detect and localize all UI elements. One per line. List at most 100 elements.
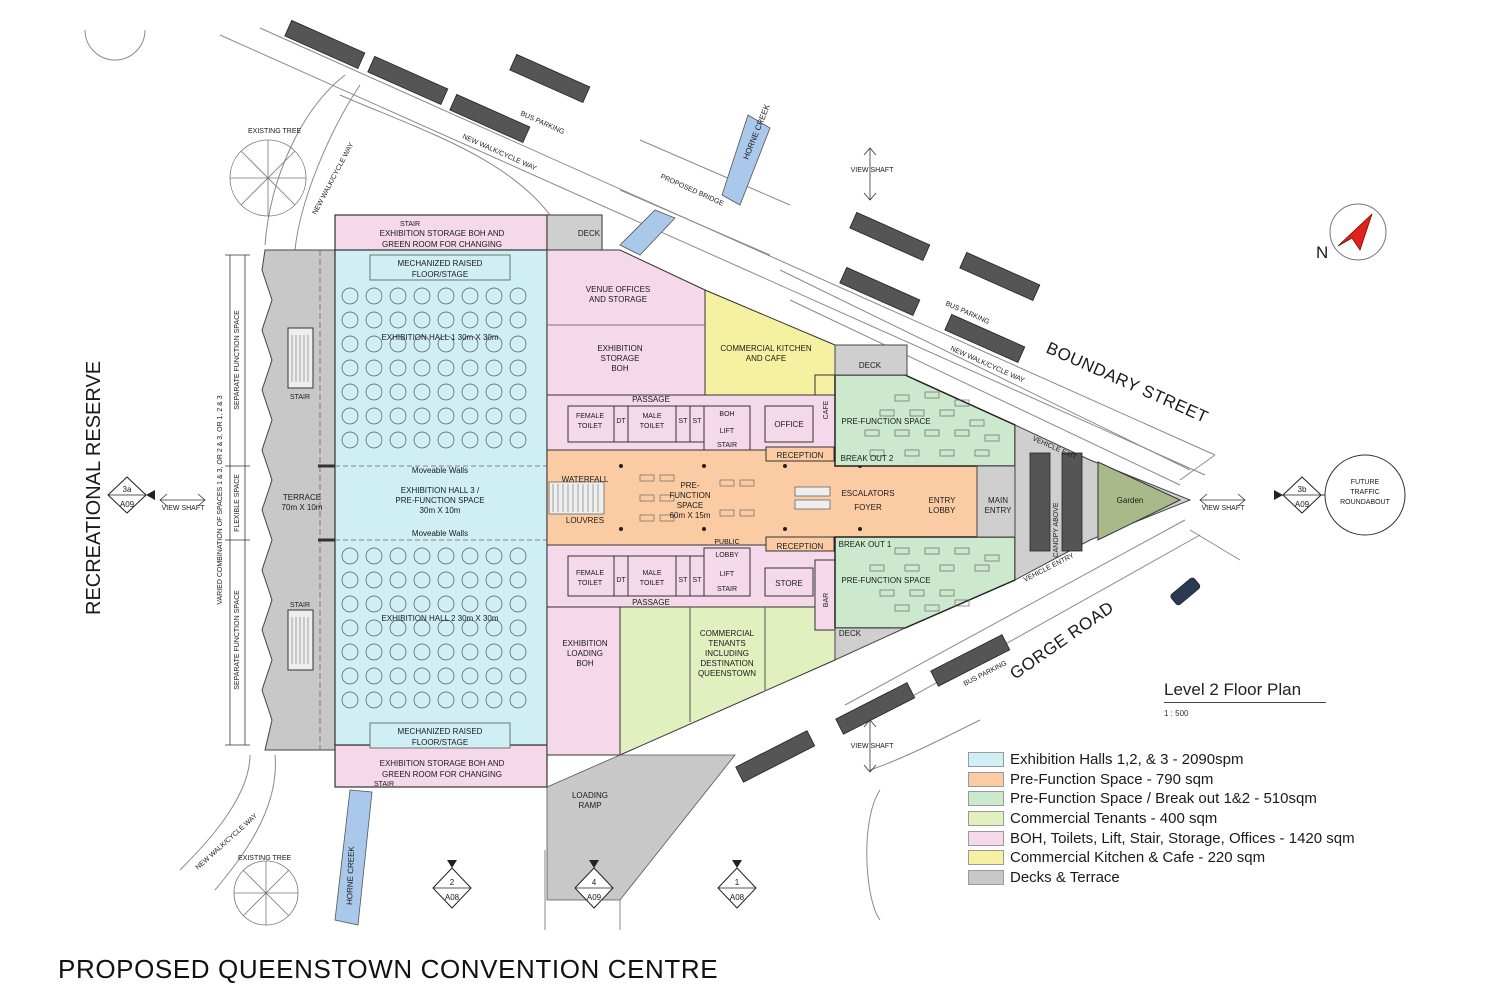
view-shaft-left: VIEW SHAFT (162, 505, 206, 512)
banquet-table (485, 359, 503, 377)
banquet-table (485, 407, 503, 425)
moveable-walls-2: Moveable Walls (412, 529, 468, 538)
banquet-table (413, 547, 431, 565)
breakout-table (969, 419, 985, 427)
banquet-table (341, 547, 359, 565)
breakout-table (904, 449, 920, 457)
breakout-table (939, 449, 955, 457)
section-2-id: 2 (450, 878, 455, 887)
banquet-table (341, 335, 359, 353)
office-label: OFFICE (774, 420, 803, 429)
banquet-table (461, 359, 479, 377)
room-labels: STAIR EXHIBITION STORAGE BOH AND GREEN R… (217, 221, 1143, 810)
banquet-table (413, 667, 431, 685)
male-toilet-top-2: TOILET (640, 423, 665, 430)
gorge-road: GORGE ROAD (1006, 598, 1117, 684)
banquet-table (485, 311, 503, 329)
banquet-table (389, 311, 407, 329)
banquet-table (509, 595, 527, 613)
legend-label: Commercial Tenants - 400 sqm (1010, 810, 1218, 828)
passage-bottom: PASSAGE (632, 598, 670, 607)
banquet-table (341, 287, 359, 305)
view-shaft-labels: VIEW SHAFT VIEW SHAFT VIEW SHAFT VIEW SH… (162, 167, 1246, 750)
walk-way-diag: NEW WALK/CYCLE WAY (312, 142, 356, 216)
banquet-table (437, 407, 455, 425)
banquet-table (509, 691, 527, 709)
legend-item: Commercial Kitchen & Cafe - 220 sqm (968, 848, 1408, 868)
cafe-label: CAFE (823, 400, 830, 419)
banquet-table (461, 547, 479, 565)
banquet-table (365, 595, 383, 613)
banquet-table (509, 359, 527, 377)
breakout-table (924, 547, 940, 555)
banquet-table (413, 595, 431, 613)
banquet-table (365, 667, 383, 685)
stage-bottom-1: MECHANIZED RAISED (398, 727, 483, 736)
separate-function-bottom: SEPARATE FUNCTION SPACE (234, 590, 241, 690)
banquet-table (365, 571, 383, 589)
exh-storage-3: BOH (611, 364, 629, 373)
hall3-2: PRE-FUNCTION SPACE (395, 496, 484, 505)
banquet-table (413, 431, 431, 449)
banquet-table (389, 547, 407, 565)
canopy-above: CANOPY ABOVE (1053, 502, 1060, 557)
breakout-table (904, 564, 920, 572)
legend-label: Pre-Function Space / Break out 1&2 - 510… (1010, 790, 1317, 808)
breakout-table (869, 564, 885, 572)
page-title: PROPOSED QUEENSTOWN CONVENTION CENTRE (58, 954, 719, 984)
main-entry-1: MAIN (988, 496, 1008, 505)
banquet-table (365, 383, 383, 401)
breakout-table (894, 394, 910, 402)
stair-core-bottom: STAIR (717, 586, 737, 593)
flexible-space: FLEXIBLE SPACE (234, 474, 241, 532)
stage-top-1: MECHANIZED RAISED (398, 259, 483, 268)
section-marker-3b: 3b A09 (1274, 476, 1322, 514)
exh-storage-1: EXHIBITION (597, 344, 643, 353)
banquet-table (485, 691, 503, 709)
legend-label: Pre-Function Space - 790 sqm (1010, 770, 1214, 788)
exh-loading-3: BOH (576, 659, 594, 668)
existing-tree-bottom: EXISTING TREE (238, 855, 291, 862)
legend-label: BOH, Toilets, Lift, Stair, Storage, Offi… (1010, 829, 1355, 847)
breakout-table (659, 514, 675, 522)
banquet-table (389, 335, 407, 353)
section-marker-3a: 3a A09 (107, 476, 155, 514)
section-marker-1: 1 A08 (717, 860, 757, 909)
recreational-reserve: RECREATIONAL RESERVE (83, 361, 105, 615)
legend-label: Exhibition Halls 1,2, & 3 - 2090spm (1010, 751, 1244, 769)
banquet-tables (341, 287, 527, 709)
future-roundabout: FUTURE TRAFFIC ROUNDABOUT (1324, 454, 1406, 536)
tenants-4: DESTINATION (700, 659, 753, 668)
breakout-table (894, 429, 910, 437)
escalators: ESCALATORS (841, 489, 894, 498)
banquet-table (341, 431, 359, 449)
lift-bottom: LIFT (720, 571, 735, 578)
legend-swatch (968, 850, 1004, 866)
breakout-table (954, 429, 970, 437)
female-toilet-top-1: FEMALE (576, 413, 604, 420)
banquet-table (389, 383, 407, 401)
central-pf-3: SPACE (677, 501, 704, 510)
banquet-table (365, 619, 383, 637)
exh-loading-2: LOADING (567, 649, 603, 658)
legend-swatch (968, 752, 1004, 768)
deck-right-top: DECK (859, 361, 882, 370)
female-toilet-bottom-1: FEMALE (576, 570, 604, 577)
legend-label: Commercial Kitchen & Cafe - 220 sqm (1010, 849, 1266, 867)
legend-swatch (968, 771, 1004, 787)
louvres: LOUVRES (566, 516, 604, 525)
banquet-table (461, 287, 479, 305)
banquet-table (389, 595, 407, 613)
entry-lobby-1: ENTRY (929, 496, 957, 505)
banquet-table (365, 359, 383, 377)
banquet-table (509, 571, 527, 589)
legend-swatch (968, 791, 1004, 807)
legend-item: Commercial Tenants - 400 sqm (968, 809, 1408, 829)
legend-swatch (968, 830, 1004, 846)
banquet-table (509, 383, 527, 401)
banquet-table (413, 407, 431, 425)
central-pf-2: FUNCTION (669, 491, 711, 500)
breakout-table (739, 479, 755, 487)
banquet-table (389, 667, 407, 685)
st-bottom-1: ST (679, 577, 689, 584)
